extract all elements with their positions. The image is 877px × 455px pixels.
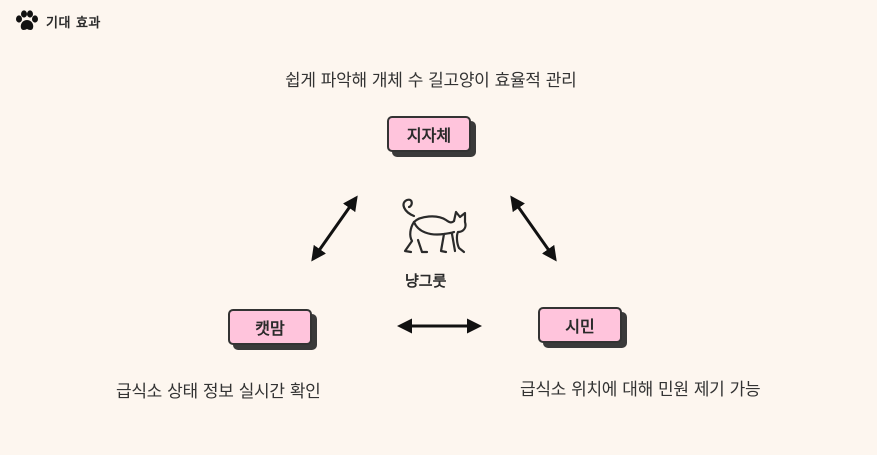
cat-icon — [402, 198, 467, 254]
arrow-top-right — [510, 195, 557, 262]
node-cat-mom: 캣맘 — [228, 309, 312, 345]
node-local-government: 지자체 — [387, 116, 471, 152]
header: 기대 효과 — [14, 10, 101, 32]
paw-icon — [16, 10, 38, 30]
left-caption: 급식소 상태 정보 실시간 확인 — [116, 382, 321, 402]
right-caption: 급식소 위치에 대해 민원 제기 가능 — [520, 380, 761, 400]
node-citizen: 시민 — [538, 307, 622, 343]
center-label: 냥그룻 — [405, 272, 447, 290]
node-cat-mom-label: 캣맘 — [255, 319, 285, 338]
node-local-government-label: 지자체 — [406, 126, 452, 145]
arrow-top-left — [311, 195, 358, 262]
top-caption: 쉽게 파악해 개체 수 길고양이 효율적 관리 — [285, 71, 577, 91]
node-citizen-label: 시민 — [565, 317, 595, 336]
header-title: 기대 효과 — [46, 15, 101, 31]
